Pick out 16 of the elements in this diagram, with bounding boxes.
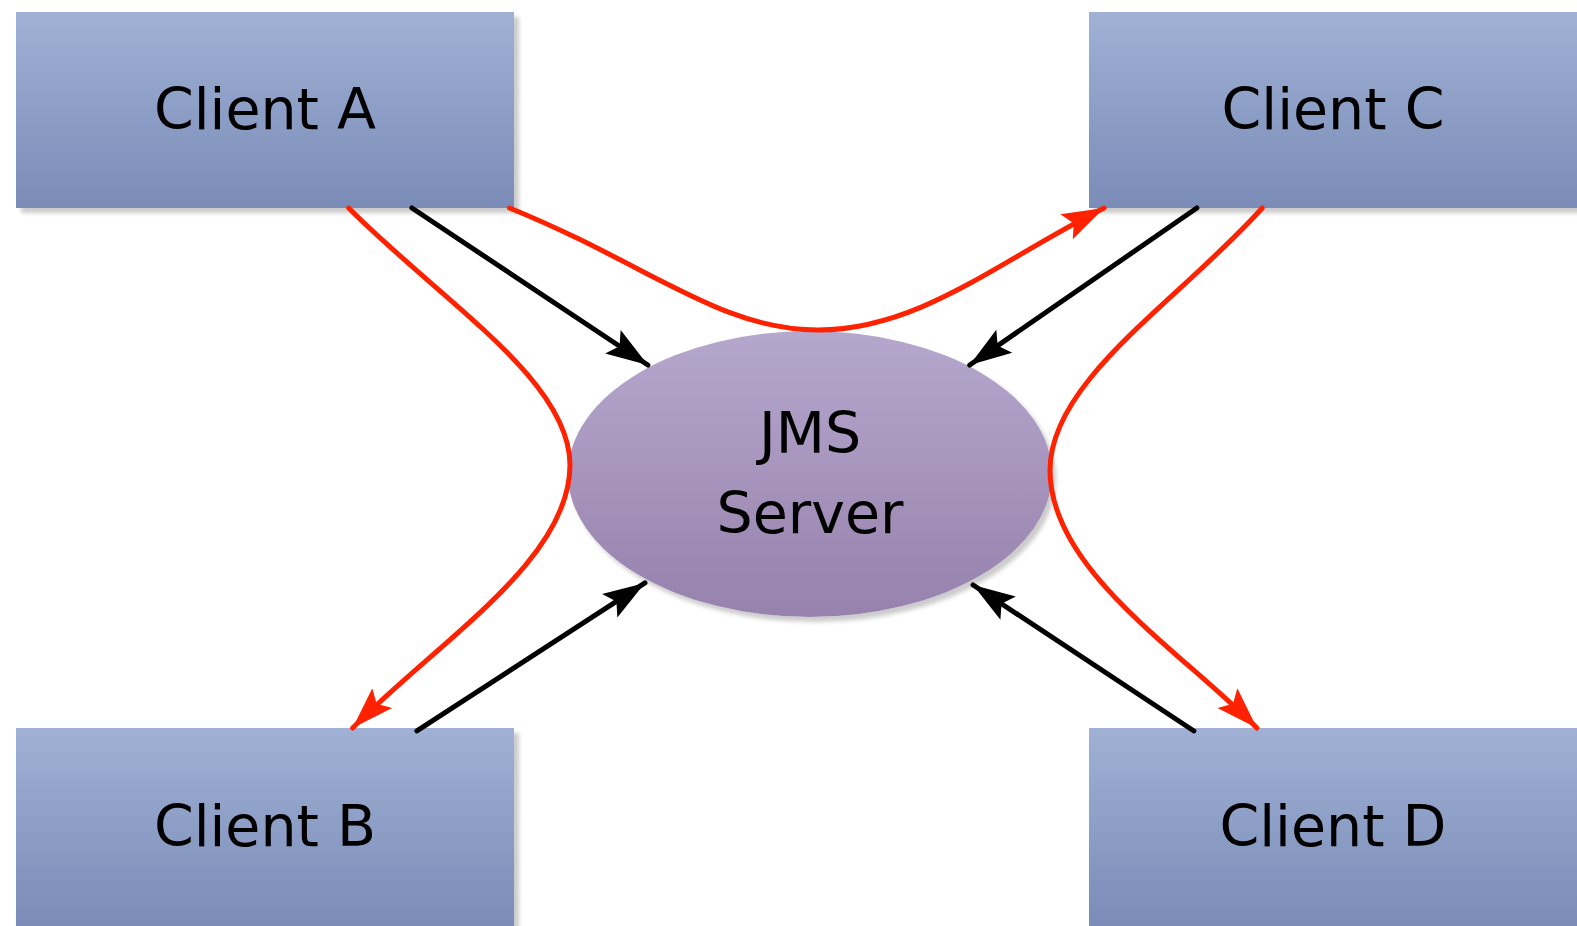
node-label: Client C [1221,75,1445,145]
arrow [970,582,1197,734]
node-label: Client D [1219,792,1447,862]
node-label: Client A [153,75,377,145]
client-box [1089,12,1577,208]
arrow [409,205,651,368]
arrow [507,205,1107,333]
client-box [16,728,514,926]
arrow [346,205,573,731]
client-box [1089,728,1577,926]
arrow [414,580,648,734]
node-label: JMS Server [715,399,905,548]
client-box [16,12,514,208]
arrow [1047,205,1265,731]
node-label: Client B [153,792,377,862]
arrow [967,205,1200,368]
